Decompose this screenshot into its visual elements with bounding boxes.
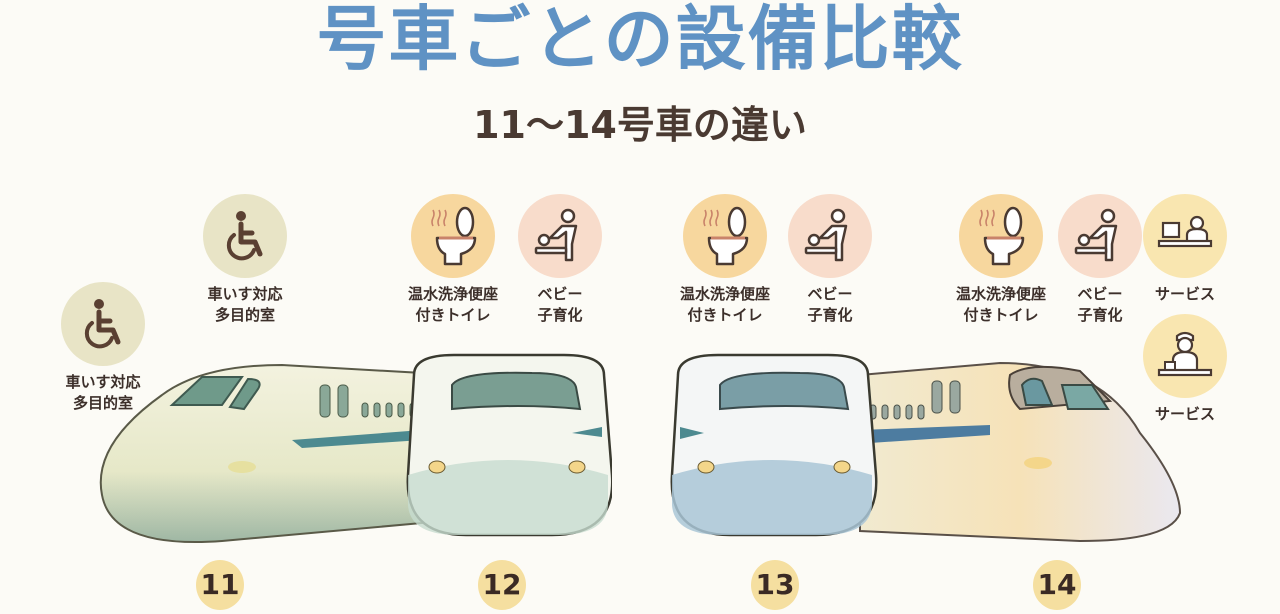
feature-car13-baby: ベビー 子育化 xyxy=(775,194,885,326)
baby-changing-icon xyxy=(1058,194,1142,278)
feature-car13-toilet: 温水洗浄便座 付きトイレ xyxy=(670,194,780,326)
baby-changing-icon xyxy=(788,194,872,278)
feature-car14-service-counter: サービス xyxy=(1130,194,1240,305)
feature-label: 子育化 xyxy=(1077,306,1123,324)
car-number-badge-13: 13 xyxy=(751,560,799,610)
feature-label: 多目的室 xyxy=(72,394,133,412)
train-car14-illustration xyxy=(670,353,1182,543)
feature-label: 子育化 xyxy=(537,306,583,324)
feature-label: 温水洗浄便座 xyxy=(407,285,498,303)
feature-label: ベビー xyxy=(537,285,583,303)
heated-toilet-icon xyxy=(411,194,495,278)
feature-label: サービス xyxy=(1154,285,1215,303)
car-number-badge-14: 14 xyxy=(1033,560,1081,610)
feature-label: 子育化 xyxy=(807,306,853,324)
feature-label: ベビー xyxy=(807,285,853,303)
service-staff-icon xyxy=(1143,314,1227,398)
wheelchair-icon xyxy=(61,282,145,366)
car-number-badge-11: 11 xyxy=(196,560,244,610)
feature-label: 付きトイレ xyxy=(687,306,763,324)
feature-label: 車いす対応 xyxy=(207,285,283,303)
feature-label: 多目的室 xyxy=(214,306,275,324)
feature-car14-baby: ベビー 子育化 xyxy=(1045,194,1155,326)
feature-car12-baby: ベビー 子育化 xyxy=(505,194,615,326)
feature-label: サービス xyxy=(1154,405,1215,423)
feature-car14-toilet: 温水洗浄便座 付きトイレ xyxy=(946,194,1056,326)
feature-label: 付きトイレ xyxy=(963,306,1039,324)
feature-label: ベビー xyxy=(1077,285,1123,303)
heated-toilet-icon xyxy=(683,194,767,278)
page-title: 号車ごとの設備比較 xyxy=(316,0,964,80)
feature-car11-wheelchair-b: 車いす対応 多目的室 xyxy=(190,194,300,326)
train-car11-illustration xyxy=(99,353,612,543)
wheelchair-icon xyxy=(203,194,287,278)
feature-car12-toilet: 温水洗浄便座 付きトイレ xyxy=(398,194,508,326)
heated-toilet-icon xyxy=(959,194,1043,278)
page-subtitle: 11〜14号車の違い xyxy=(473,103,807,147)
feature-label: 車いす対応 xyxy=(65,373,141,391)
car-number-badge-12: 12 xyxy=(478,560,526,610)
feature-car11-wheelchair-a: 車いす対応 多目的室 xyxy=(48,282,158,414)
feature-label: 温水洗浄便座 xyxy=(955,285,1046,303)
baby-changing-icon xyxy=(518,194,602,278)
feature-label: 温水洗浄便座 xyxy=(679,285,770,303)
feature-car14-service-staff: サービス xyxy=(1130,314,1240,425)
feature-label: 付きトイレ xyxy=(415,306,491,324)
service-counter-icon xyxy=(1143,194,1227,278)
